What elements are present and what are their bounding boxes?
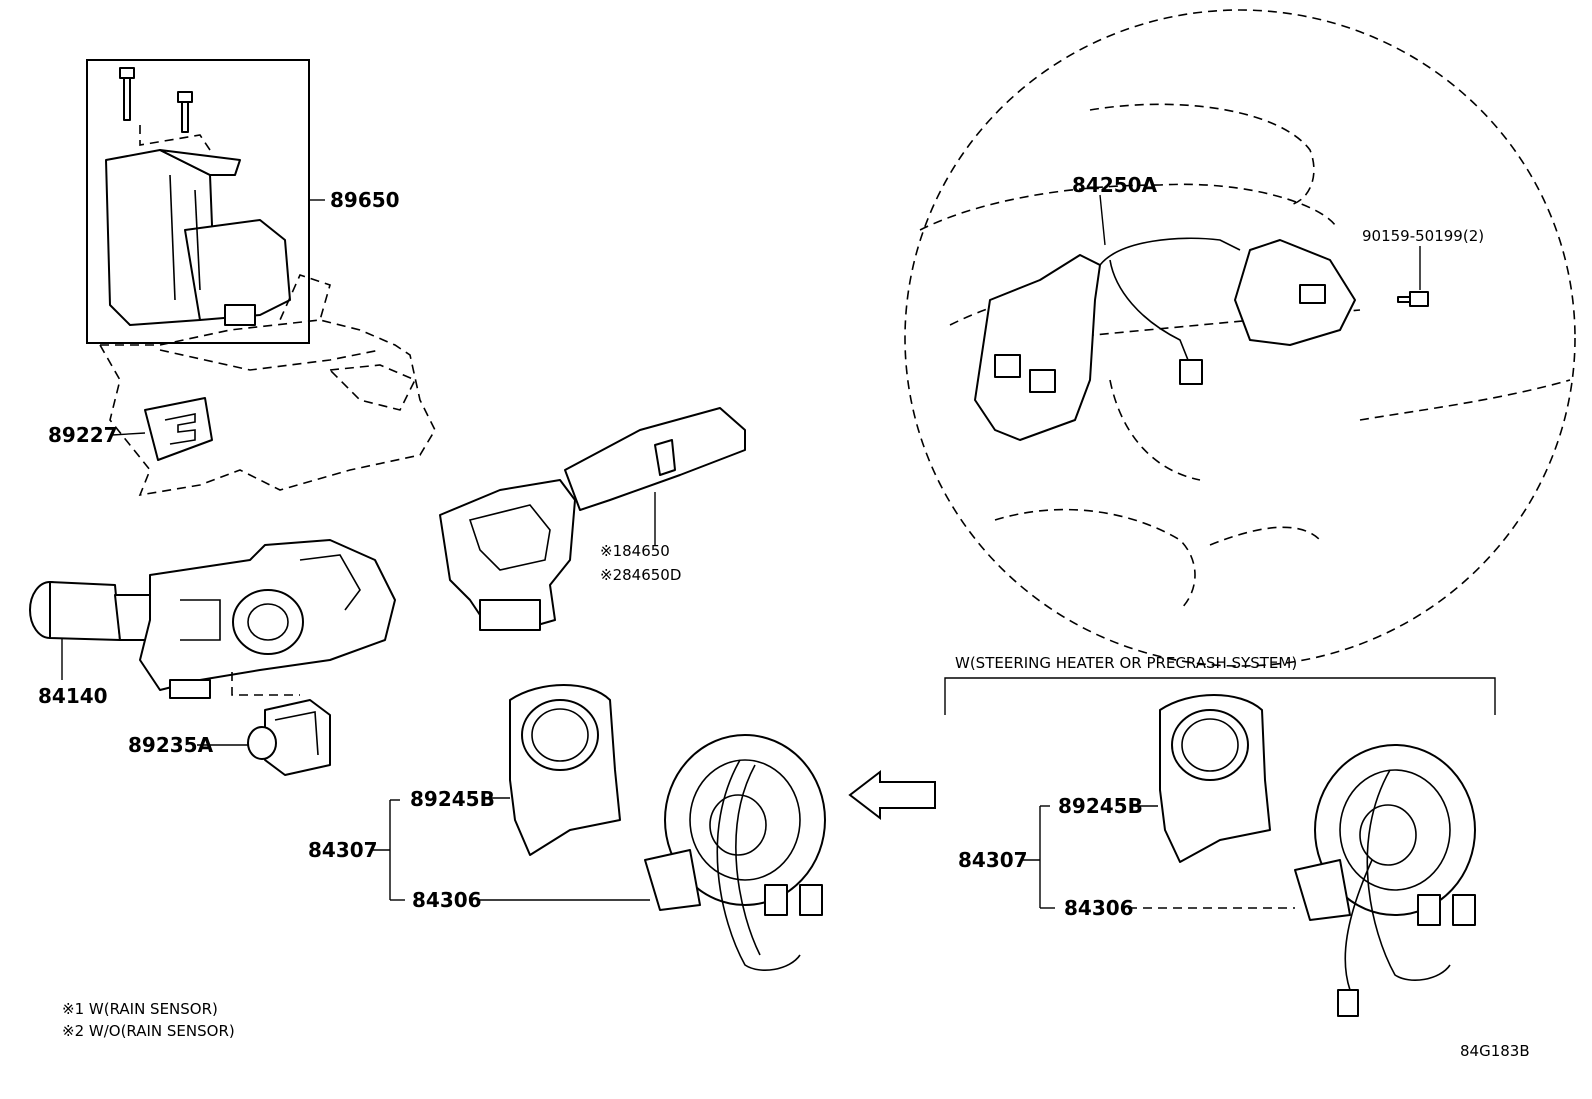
part-89235A-group: 89235A [128, 672, 331, 776]
label-89650: 89650 [330, 188, 400, 212]
footnote-1: ※1 W(RAIN SENSOR) [62, 1000, 218, 1018]
part-84650-group: ※184650 ※284650D [439, 407, 746, 631]
part-84140-group: 84140 [29, 539, 396, 708]
steering-wheel-group: 84250A 90159-50199(2) [904, 9, 1576, 667]
bolt-icon [119, 67, 193, 133]
label-89227: 89227 [48, 423, 118, 447]
variant-right-group: W(STEERING HEATER OR PRECRASH SYSTEM) 89… [944, 654, 1496, 1017]
steering-switch-icon [974, 237, 1356, 441]
part-89650-group: 89650 [86, 59, 400, 344]
spiral-cable-left-group: 89245B 84307 84306 [308, 684, 826, 971]
label-89245B-left: 89245B [410, 787, 495, 811]
footnote-2: ※2 W/O(RAIN SENSOR) [62, 1022, 235, 1040]
label-84307-left: 84307 [308, 838, 378, 862]
label-90159-50199: 90159-50199(2) [1362, 227, 1484, 245]
label-84306-right: 84306 [1064, 896, 1134, 920]
label-84250A: 84250A [1072, 173, 1158, 197]
turn-signal-switch-icon [29, 539, 396, 699]
steering-angle-sensor-right-icon [1159, 694, 1271, 863]
label-89235A: 89235A [128, 733, 214, 757]
part-89227-group: 89227 [48, 397, 213, 461]
label-84650: ※184650 [600, 542, 670, 560]
arrow-left-icon [848, 769, 936, 821]
label-84307-right: 84307 [958, 848, 1028, 872]
switch-89235A-icon [247, 699, 331, 776]
label-84650D: ※284650D [600, 566, 681, 584]
wiper-switch-icon [439, 407, 746, 631]
steering-lock-ecu-icon [105, 149, 291, 326]
spiral-cable-left-icon [644, 734, 826, 971]
label-84140: 84140 [38, 684, 108, 708]
label-84306-left: 84306 [412, 888, 482, 912]
steering-column-outline [99, 274, 436, 497]
screw-icon [1397, 291, 1429, 307]
label-89245B-right: 89245B [1058, 794, 1143, 818]
diagram-code: 84G183B [1460, 1042, 1530, 1060]
steering-angle-sensor-left-icon [509, 684, 621, 856]
sensor-89227-icon [144, 397, 213, 461]
detail-frame-89650 [86, 59, 310, 344]
variant-header: W(STEERING HEATER OR PRECRASH SYSTEM) [955, 654, 1297, 672]
spiral-cable-right-icon [1294, 744, 1476, 1017]
steering-wheel-outline [904, 9, 1576, 667]
